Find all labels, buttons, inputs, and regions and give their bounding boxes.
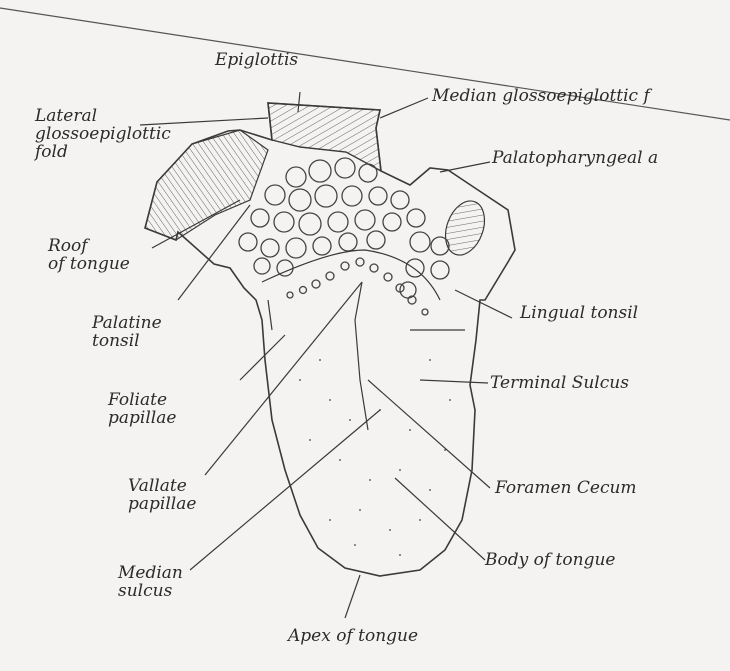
vallate-papillae-label: Vallate papillae [128,478,196,514]
apex-label: Apex of tongue [288,628,418,646]
terminal-sulcus-label: Terminal Sulcus [490,375,629,393]
roof-label: Roof of tongue [48,238,130,274]
epiglottis-label: Epiglottis [215,52,298,70]
palatopharyngeal-shape [439,196,492,261]
median-sulcus-line [355,282,368,430]
foliate-papillae-label: Foliate papillae [108,392,176,428]
foramen-cecum-label: Foramen Cecum [495,480,637,498]
lateral-fold-label: Lateral glossoepiglottic fold [35,108,171,162]
palatine-tonsil-label: Palatine tonsil [92,315,162,351]
palatopharyngeal-label: Palatopharyngeal a [492,150,658,168]
inner-arch-left [268,300,272,330]
median-fold-label: Median glossoepiglottic f [432,88,650,106]
body-dots [299,359,451,556]
lingual-tonsil-label: Lingual tonsil [520,305,638,323]
body-of-tongue-label: Body of tongue [485,552,615,570]
median-sulcus-label: Median sulcus [118,565,183,601]
